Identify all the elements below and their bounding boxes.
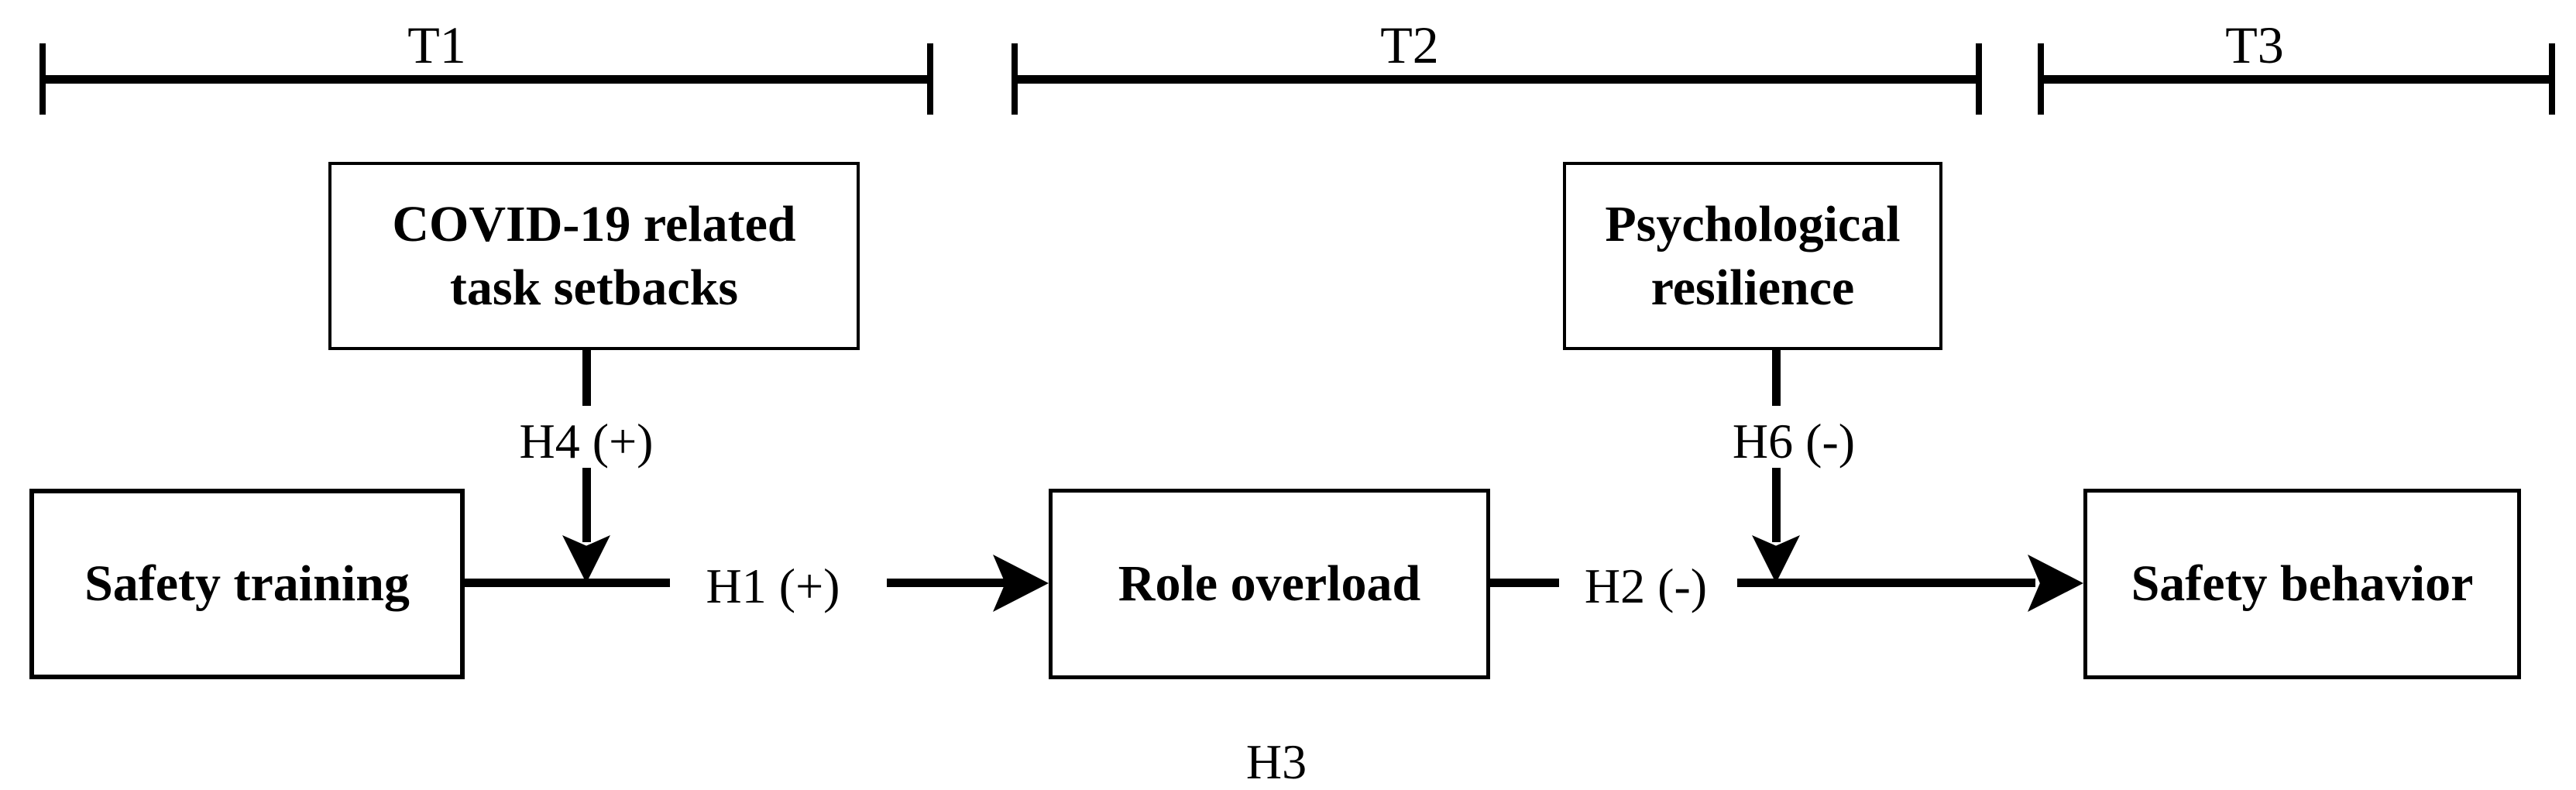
h4-arrow-stub [582, 350, 591, 406]
h2-path-line-left [1490, 579, 1559, 587]
box-role-overload: Role overload [1049, 489, 1490, 679]
box-role-overload-label: Role overload [1118, 555, 1421, 612]
h2-arrowhead-right-icon [2028, 555, 2083, 612]
h4-label: H4 (+) [514, 417, 658, 466]
box-safety-behavior-label: Safety behavior [2131, 555, 2474, 612]
t3-end-tick [2549, 43, 2555, 115]
h2-path-line-right [1737, 579, 2035, 587]
box-psychological-resilience: Psychological resilience [1563, 162, 1942, 350]
t3-bracket-line [2041, 75, 2552, 84]
t2-end-tick [1976, 43, 1982, 115]
h1-path-line-left [465, 579, 670, 587]
h6-arrow-stub [1772, 350, 1781, 406]
h4-arrowhead-down-icon [562, 535, 610, 583]
t2-label: T2 [1380, 15, 1439, 74]
h4-arrow-line [582, 468, 591, 542]
h2-label: H2 (-) [1579, 562, 1712, 611]
h1-label: H1 (+) [701, 562, 845, 611]
t2-bracket-line [1015, 75, 1979, 84]
t2-start-tick [1012, 43, 1018, 115]
box-safety-training-label: Safety training [84, 555, 410, 612]
box-safety-behavior: Safety behavior [2083, 489, 2521, 679]
h1-path-line-right [887, 579, 1007, 587]
t1-label: T1 [407, 15, 466, 74]
h3-label: H3 [1241, 737, 1312, 787]
h6-label: H6 (-) [1727, 417, 1860, 466]
box-covid-task-setbacks: COVID-19 related task setbacks [328, 162, 860, 350]
box-psychological-resilience-line2: resilience [1650, 259, 1855, 316]
t1-bracket-line [43, 75, 930, 84]
t1-start-tick [39, 43, 46, 115]
box-covid-task-setbacks-line2: task setbacks [449, 259, 739, 316]
t3-start-tick [2038, 43, 2044, 115]
t3-label: T3 [2225, 15, 2284, 74]
box-covid-task-setbacks-line1: COVID-19 related [392, 195, 796, 252]
box-safety-training: Safety training [29, 489, 465, 679]
box-psychological-resilience-line1: Psychological [1605, 195, 1901, 252]
t1-end-tick [927, 43, 933, 115]
h6-arrowhead-down-icon [1752, 535, 1800, 583]
h6-arrow-line [1772, 468, 1781, 542]
